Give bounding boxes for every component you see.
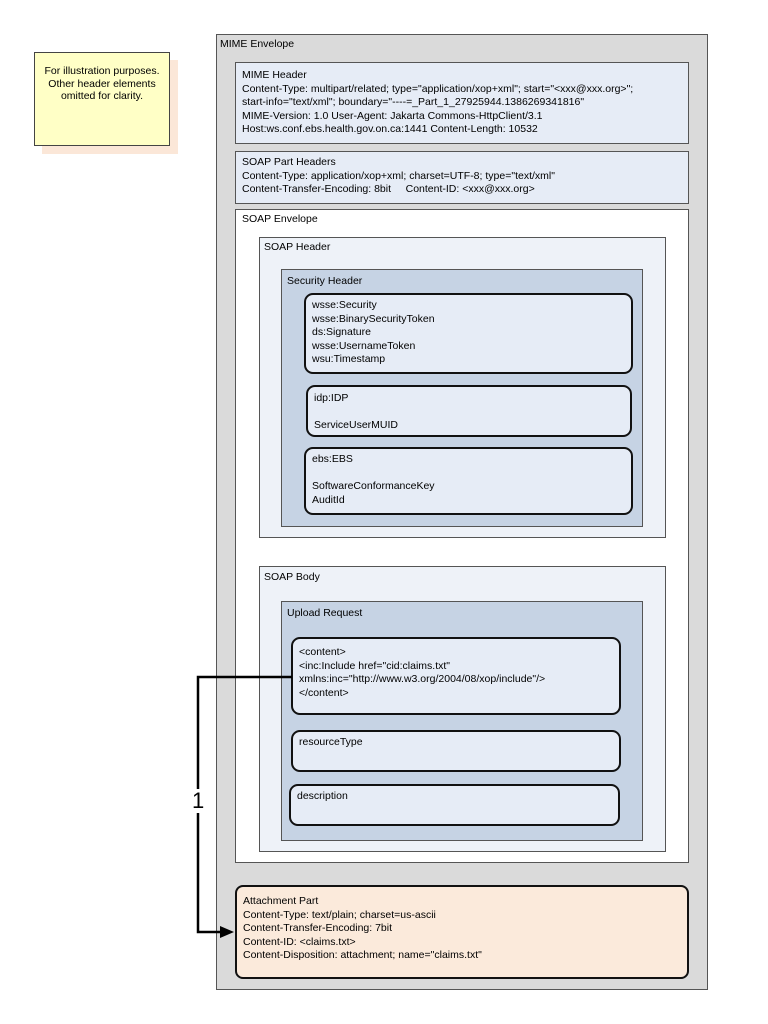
mime-header-line: Content-Type: multipart/related; type="a… [242,82,634,95]
description-box: description [289,784,620,826]
connector-label: 1 [190,788,207,813]
soap-part-line: Content-Type: application/xop+xml; chars… [242,169,555,182]
connector-line [196,675,292,934]
note-line: For illustration purposes. [44,65,160,77]
mime-header-line: Host:ws.conf.ebs.health.gov.on.ca:1441 C… [242,123,538,135]
wsse-line: wsu:Timestamp [312,353,386,365]
wsse-line: wsse:UsernameToken [312,339,416,352]
ebs-line: AuditId [312,493,345,506]
mime-header-line: MIME Header [242,69,307,81]
note-line: omitted for clarity. [60,90,144,102]
mime-header-line: start-info="text/xml"; boundary="----=_P… [242,96,585,108]
attachment-line: Content-Disposition: attachment; name="c… [243,949,482,961]
ebs-line: ebs:EBS [312,453,353,465]
attachment-line: Content-ID: <claims.txt> [243,935,356,948]
wsse-security-box: wsse:Security wsse:BinarySecurityToken d… [304,293,633,374]
wsse-line: wsse:BinarySecurityToken [312,312,435,325]
description-label: description [297,790,348,802]
content-line: <content> [299,646,346,658]
attachment-part-box: Attachment Part Content-Type: text/plain… [235,885,689,979]
illustration-note: For illustration purposes. Other header … [34,52,170,146]
resource-type-label: resourceType [299,736,363,748]
wsse-line: ds:Signature [312,326,371,338]
soap-part-line: Content-Transfer-Encoding: 8bit Content-… [242,183,535,195]
attachment-line: Attachment Part [243,895,319,907]
ebs-box: ebs:EBS SoftwareConformanceKey AuditId [304,447,633,515]
resource-type-box: resourceType [291,730,621,772]
idp-line: idp:IDP [314,392,349,404]
mime-header-line: MIME-Version: 1.0 User-Agent: Jakarta Co… [242,109,543,122]
upload-request-title: Upload Request [287,607,363,619]
mime-envelope-title: MIME Envelope [220,38,295,50]
attachment-line: Content-Transfer-Encoding: 7bit [243,922,393,934]
content-line: xmlns:inc="http://www.w3.org/2004/08/xop… [299,673,546,685]
note-line: Other header elements [48,77,156,90]
soap-header-title: SOAP Header [264,241,331,253]
soap-envelope-title: SOAP Envelope [242,213,318,225]
soap-part-headers-box: SOAP Part Headers Content-Type: applicat… [235,151,689,204]
arrow-head-icon [220,926,234,938]
wsse-line: wsse:Security [312,299,377,311]
content-line: <inc:Include href="cid:claims.txt" [299,659,451,672]
content-line: </content> [299,686,349,699]
attachment-line: Content-Type: text/plain; charset=us-asc… [243,908,436,921]
content-element-box: <content> <inc:Include href="cid:claims.… [291,637,621,715]
security-header-title: Security Header [287,275,363,287]
soap-body-title: SOAP Body [264,571,320,583]
mime-header-box: MIME Header Content-Type: multipart/rela… [235,62,689,144]
soap-part-line: SOAP Part Headers [242,156,336,168]
idp-box: idp:IDP ServiceUserMUID [306,385,632,437]
ebs-line: SoftwareConformanceKey [312,480,435,492]
idp-line: ServiceUserMUID [314,419,399,431]
